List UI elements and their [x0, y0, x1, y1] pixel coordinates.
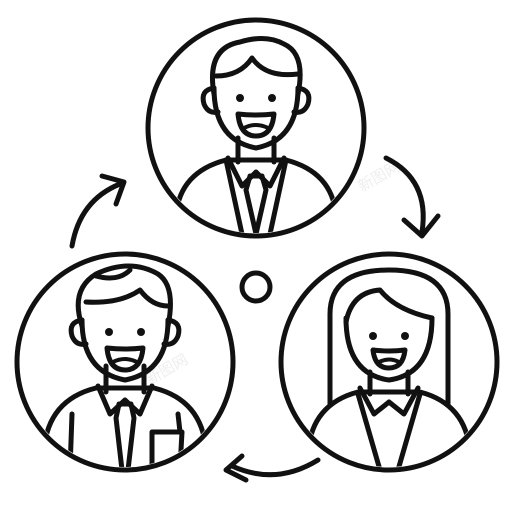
eye-icon [369, 332, 377, 340]
eye-icon [236, 94, 244, 102]
eye-icon [105, 328, 113, 336]
arrow-top-right-icon [383, 155, 441, 239]
avatar-frame [145, 17, 367, 239]
avatar-top [145, 17, 367, 239]
avatar-frame [278, 251, 500, 473]
eye-icon [401, 332, 409, 340]
avatar-right [278, 251, 500, 473]
center-dot-icon [239, 270, 273, 304]
eye-icon [268, 94, 276, 102]
arrow-left-icon [69, 173, 127, 249]
avatar-frame [14, 251, 236, 473]
avatar-left [14, 251, 236, 473]
arrow-bottom-icon [223, 453, 321, 483]
eye-icon [137, 328, 145, 336]
